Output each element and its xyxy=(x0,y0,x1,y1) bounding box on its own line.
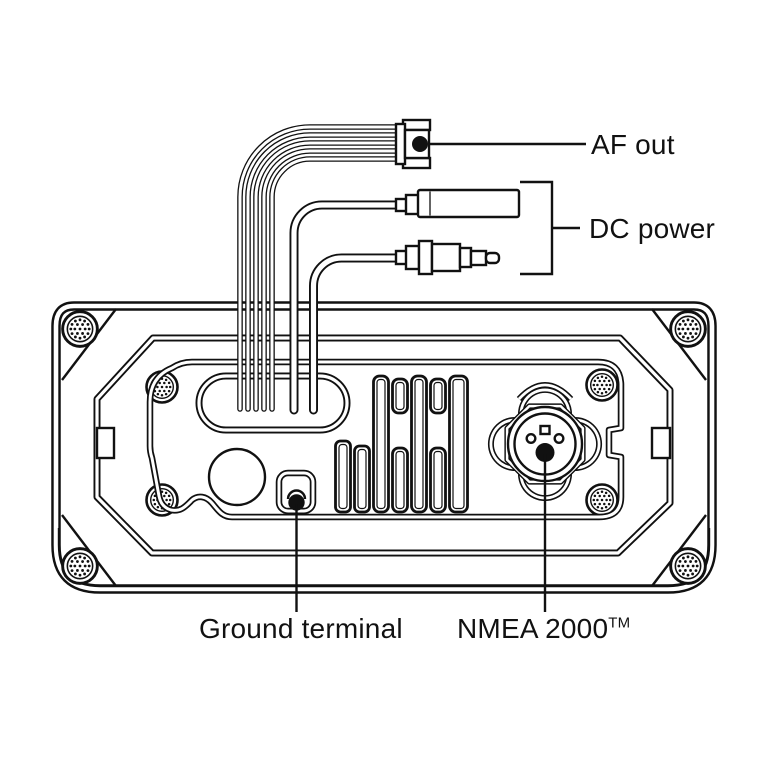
panel-screw-icon xyxy=(585,368,619,402)
recessed-rear-panel xyxy=(93,334,674,557)
corner-screw-icon xyxy=(61,310,99,348)
dc-power-label: DC power xyxy=(589,213,716,244)
dc-power-wires xyxy=(289,200,404,415)
nmea-pin xyxy=(525,433,537,445)
nmea-2000-connector xyxy=(487,386,603,502)
nmea-2000-label: NMEA 2000TM xyxy=(457,614,630,644)
leader-lines xyxy=(295,142,586,612)
nmea-key-notch xyxy=(539,424,551,436)
af-wire-bundle xyxy=(237,124,402,412)
drain-hole xyxy=(207,447,267,507)
trademark-superscript: TM xyxy=(608,614,631,632)
ground-terminal-label: Ground terminal xyxy=(199,613,403,644)
radio-outer-case xyxy=(51,301,717,594)
af-out-connector xyxy=(394,118,432,170)
panel-left-latch xyxy=(95,426,116,460)
ground-leader-anchor xyxy=(288,494,305,511)
af-leader-anchor xyxy=(412,136,428,152)
panel-gasket-outline xyxy=(146,358,625,521)
dc-power-bracket xyxy=(520,180,554,276)
dc-plug xyxy=(394,239,501,276)
heatsink-fins xyxy=(334,374,469,514)
fuse-holder xyxy=(394,188,521,219)
case-bottom-shadow-line xyxy=(57,528,711,588)
nmea-mount-dome xyxy=(516,382,574,402)
corner-screw-icon xyxy=(61,547,99,585)
corner-screw-icon xyxy=(669,310,707,348)
nmea-2000-text: NMEA 2000 xyxy=(457,613,609,644)
nmea-pin xyxy=(553,433,565,445)
af-out-label: AF out xyxy=(591,129,675,160)
corner-screw-icon xyxy=(669,547,707,585)
panel-right-latch xyxy=(650,426,672,460)
nmea-leader-anchor xyxy=(535,443,555,462)
